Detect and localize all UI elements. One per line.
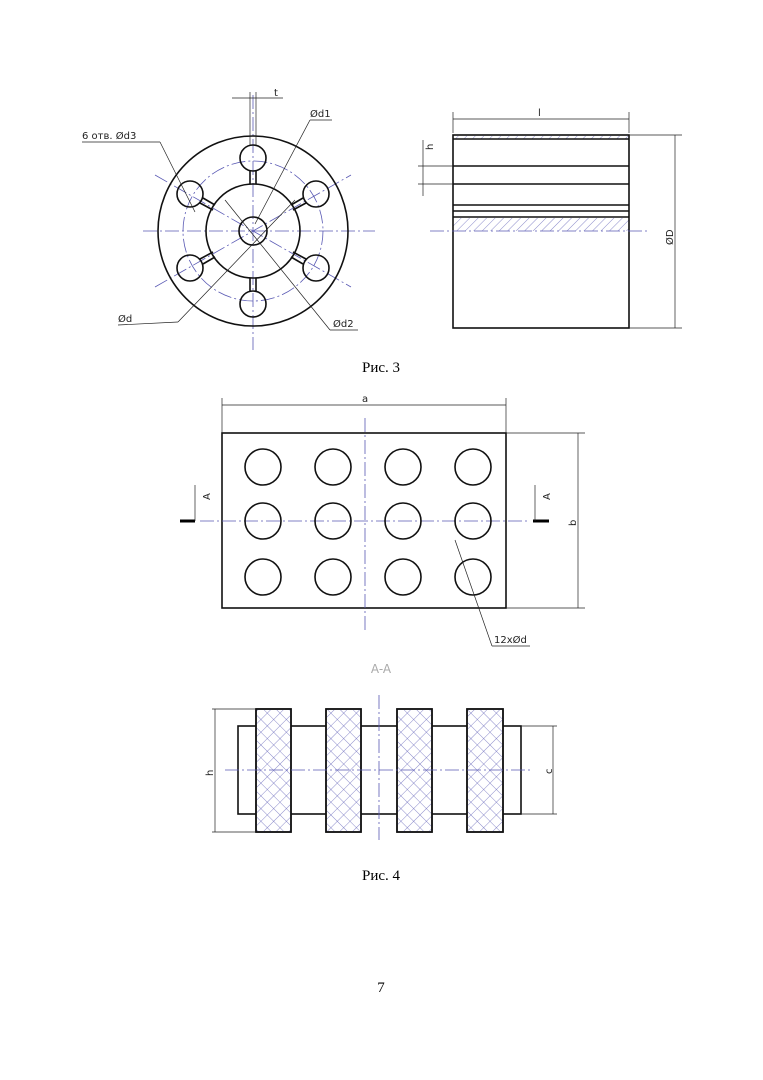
- label-D: ØD: [664, 229, 676, 245]
- section-mark-right: A: [542, 493, 553, 500]
- label-l: l: [538, 108, 541, 119]
- figure3-caption: Рис. 3: [362, 360, 400, 376]
- label-section-h: h: [205, 770, 216, 776]
- label-d2: Ød2: [333, 318, 354, 330]
- label-holes-d3: 6 отв. Ød3: [82, 130, 136, 142]
- page-number: 7: [377, 980, 385, 996]
- fig3-side-view: l h ØD: [418, 108, 682, 329]
- figure4-caption: Рис. 4: [362, 868, 401, 884]
- label-a: a: [362, 394, 368, 405]
- fig3-front-view: t Ød1 6 отв. Ød3 Ød Ød2: [82, 88, 375, 350]
- label-holes-d: 12xØd: [494, 634, 527, 646]
- section-mark-left: A: [202, 493, 213, 500]
- section-title: A-A: [371, 662, 392, 676]
- label-d: Ød: [118, 313, 132, 325]
- fig4-section-view: h c: [205, 695, 557, 840]
- label-c: c: [544, 769, 555, 775]
- label-d1: Ød1: [310, 108, 331, 120]
- label-b: b: [568, 520, 579, 526]
- fig4-plan-view: a b A A 12xØd: [180, 394, 585, 647]
- label-t: t: [274, 88, 278, 99]
- label-h: h: [425, 144, 436, 150]
